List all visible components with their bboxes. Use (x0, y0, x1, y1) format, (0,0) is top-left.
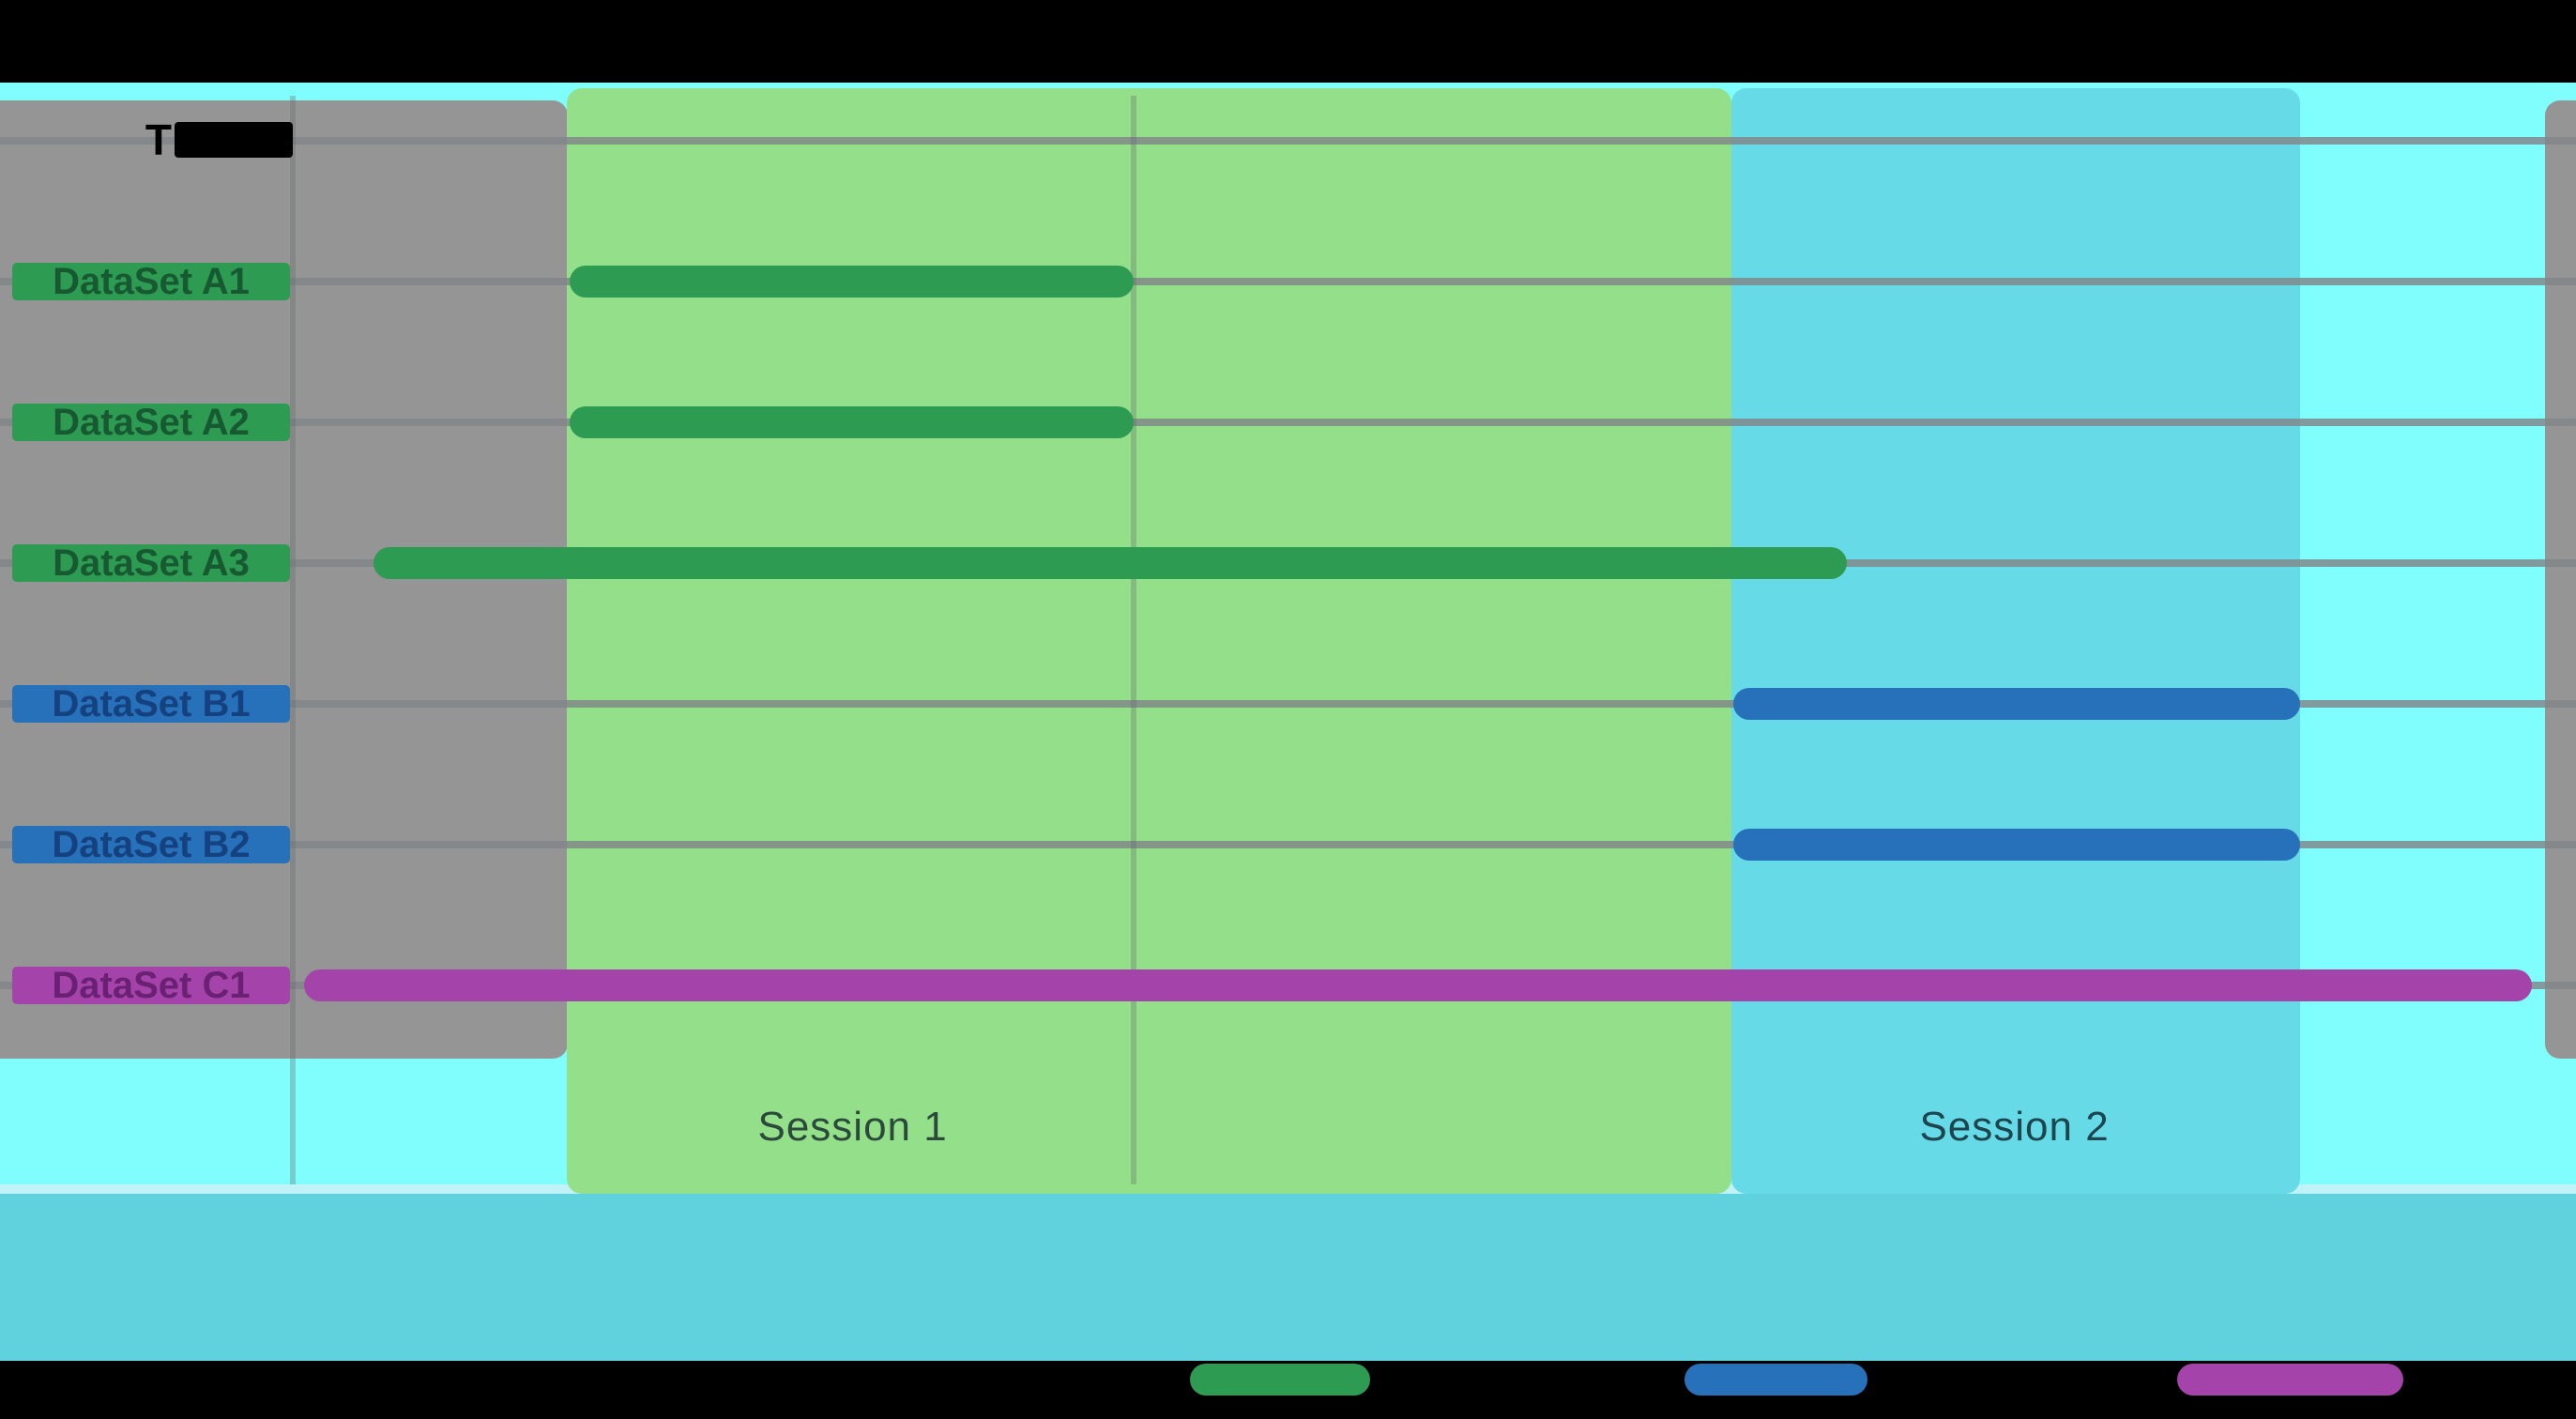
gantt-bar-dataset-a3[interactable] (373, 547, 1848, 579)
y-tick-label-dataset-a1: DataSet A1 (12, 263, 290, 300)
y-tick-label-dataset-a3: DataSet A3 (12, 544, 290, 582)
y-tick-label-dataset-b2: DataSet B2 (12, 826, 290, 863)
below-axis-band (0, 1194, 2576, 1361)
plot-area: Session 1 Session 2 (0, 83, 2576, 1194)
session-band-1 (566, 88, 1731, 1194)
gantt-bar-dataset-a1[interactable] (569, 266, 1134, 298)
y-tick-label-dataset-c1: DataSet C1 (12, 967, 290, 1004)
gantt-bar-dataset-b2[interactable] (1733, 829, 2301, 861)
gantt-bar-dataset-c1[interactable] (303, 969, 2533, 1001)
header-label-masked-box (175, 122, 293, 158)
legend-swatch-group-a-green[interactable] (1190, 1364, 1371, 1396)
v-gridline (1130, 96, 1136, 1184)
gantt-bar-dataset-b1[interactable] (1733, 688, 2301, 720)
h-gridline (0, 700, 2576, 708)
offrange-region-right (2545, 100, 2576, 1059)
legend-swatch-group-c-purple[interactable] (2176, 1364, 2404, 1396)
header-label-visible-text: T (145, 115, 172, 164)
session-band-2 (1730, 88, 2301, 1194)
y-tick-label-dataset-a2: DataSet A2 (12, 404, 290, 441)
legend-swatch-group-b-blue[interactable] (1684, 1364, 1868, 1396)
v-gridline (289, 96, 296, 1184)
y-axis-header-label: T (0, 115, 293, 164)
h-gridline (0, 137, 2576, 145)
h-gridline (0, 841, 2576, 848)
session-label-1: Session 1 (757, 1104, 948, 1150)
session-label-2: Session 2 (1919, 1104, 2110, 1150)
gantt-bar-dataset-a2[interactable] (569, 406, 1134, 438)
h-gridline (0, 419, 2576, 426)
y-tick-label-dataset-b1: DataSet B1 (12, 685, 290, 723)
h-gridline (0, 278, 2576, 285)
legend (0, 1361, 2576, 1419)
